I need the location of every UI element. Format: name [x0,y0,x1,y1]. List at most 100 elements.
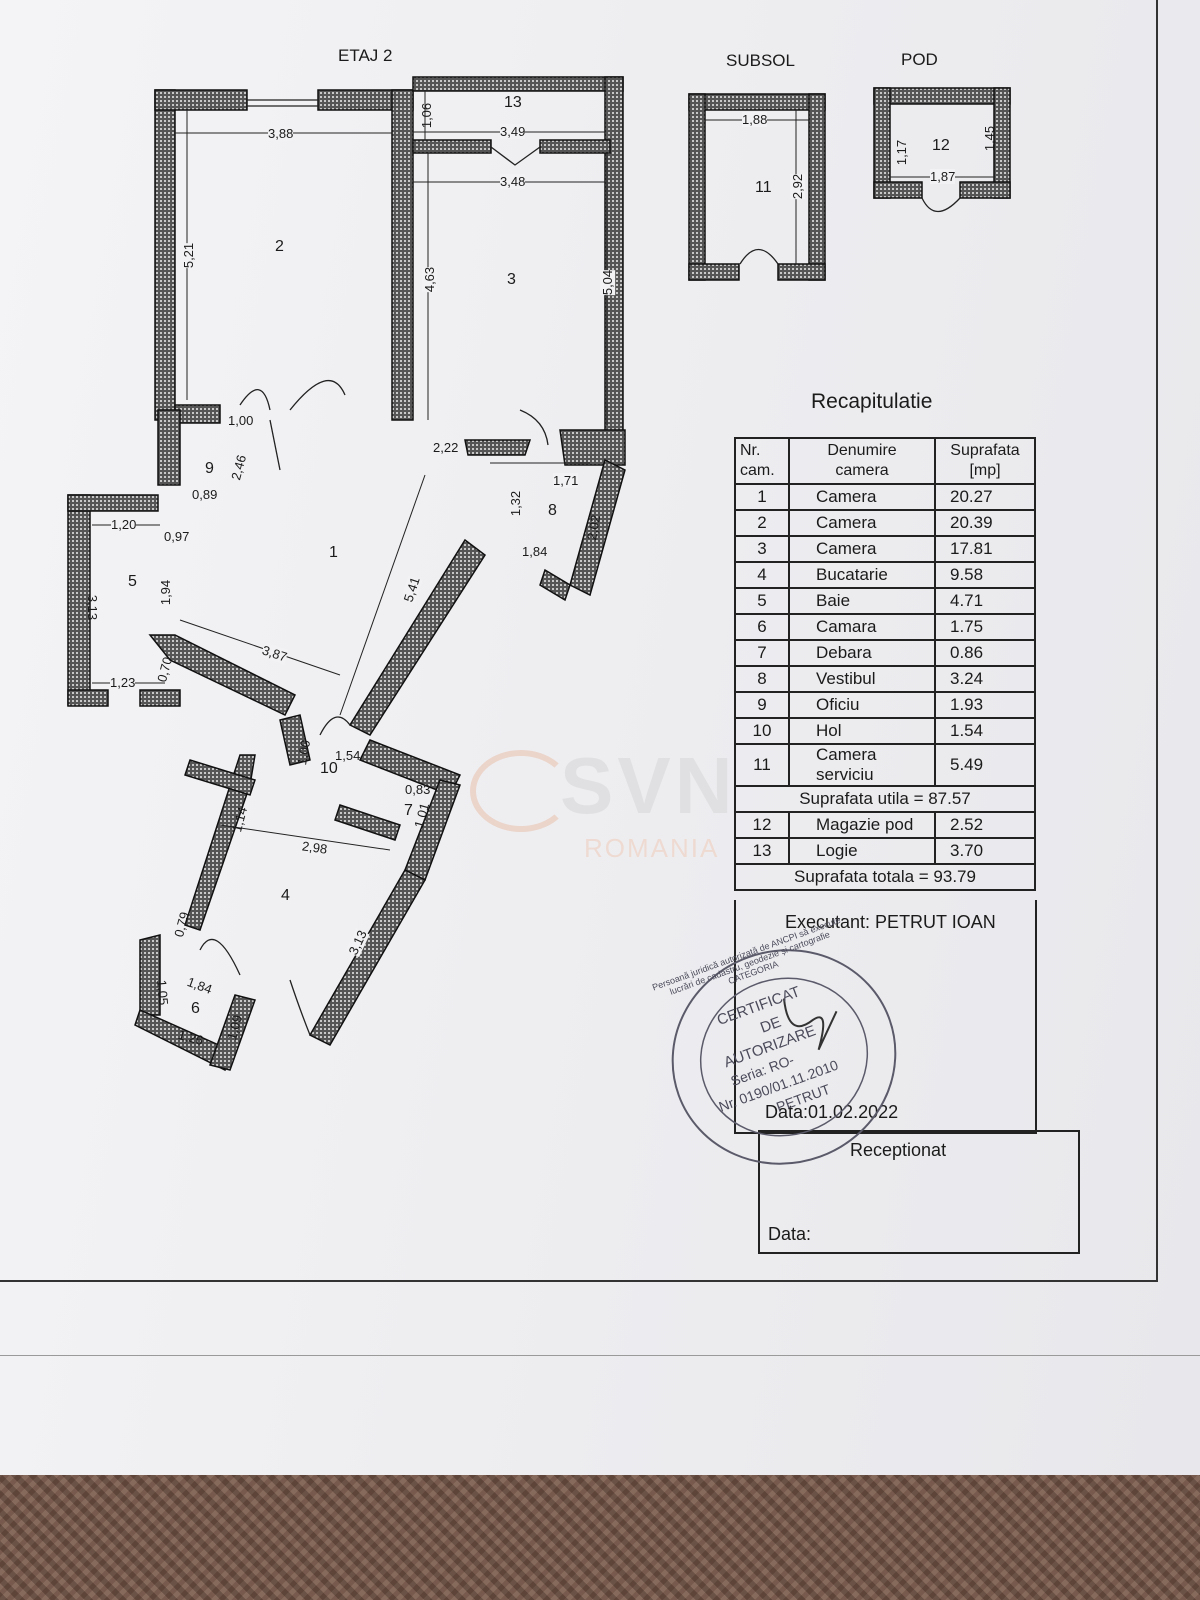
room-name-cell: Magazie pod [788,811,936,839]
room-area-cell: 1.75 [934,613,1036,641]
dim-label: 1,05 [154,979,172,1006]
room-nr-cell: 4 [734,561,790,589]
suprafata-utila: Suprafata utila = 87.57 [734,785,1036,813]
room-number-4: 4 [281,887,290,904]
dim-label: 2,92 [790,173,806,200]
header-camera: camera [835,462,889,479]
dim-label: 1,88 [742,112,768,127]
dim-label: 1,00 [228,413,254,428]
room-area-cell: 20.27 [934,483,1036,511]
room-area-cell: 2.52 [934,811,1036,839]
room-number-6: 6 [191,1000,200,1017]
room-name-cell: Camera [788,509,936,537]
header-suprafata: Suprafata [950,442,1020,459]
dim-label: 2,22 [433,440,459,455]
room-number-1: 1 [329,544,338,561]
table-row: Suprafata utila = 87.57 [734,785,1036,813]
room-nr-cell: 9 [734,691,790,719]
dim-label: 1,87 [930,169,956,184]
dim-label: 1,20 [111,517,137,532]
room-number-5: 5 [128,573,137,590]
frame-border-bottom [0,1280,1158,1282]
dim-label: 1,94 [158,579,174,606]
carpet-background [0,1475,1200,1600]
dim-label: 3,49 [500,124,526,139]
watermark-brand: SVN [560,741,737,830]
executant-text: Executant: PETRUT IOAN [785,912,996,932]
pod-label: POD [901,50,938,69]
room-area-cell: 17.81 [934,535,1036,563]
room-area-cell: 3.24 [934,665,1036,693]
room-nr-cell: 5 [734,587,790,615]
room-number-3: 3 [507,271,516,288]
dim-label: 3,88 [268,126,294,141]
room-area-cell: 4.71 [934,587,1036,615]
watermark-logo-icon [470,750,572,832]
dim-label: 1,32 [508,490,524,517]
room-name-cell: Debara [788,639,936,667]
header-cam: cam. [740,462,775,479]
receptionat-text: Receptionat [850,1140,947,1160]
room-number-10: 10 [320,760,338,777]
header-denumire: Denumire [827,442,897,459]
room-area-cell: 1.93 [934,691,1036,719]
room-area-cell: 1.54 [934,717,1036,745]
data-date-text: Data:01.02.2022 [765,1102,899,1122]
room-nr-cell: 8 [734,665,790,693]
room-area-cell: 20.39 [934,509,1036,537]
dim-label: 1,71 [553,473,579,488]
table-header-row: Nr. cam. Denumire camera Suprafata [mp] [734,437,1036,485]
room-nr-cell: 12 [734,811,790,839]
room-number-7: 7 [404,802,413,819]
room-number-13: 13 [504,94,522,111]
room-name-cell: Baie [788,587,936,615]
table-row: Suprafata totala = 93.79 [734,863,1036,891]
dim-label: 0,89 [192,487,218,502]
room-nr-cell: 3 [734,535,790,563]
room-number-11: 11 [755,179,772,196]
room-name-cell: Camera [788,535,936,563]
room-nr-cell: 11 [734,743,790,787]
room-area-cell: 5.49 [934,743,1036,787]
room-nr-cell: 6 [734,613,790,641]
room-nr-cell: 13 [734,837,790,865]
room-name-cell: Vestibul [788,665,936,693]
room-name-cell: Hol [788,717,936,745]
room-number-8: 8 [548,502,557,519]
dim-label: 5,04 [600,269,616,296]
room-area-cell: 3.70 [934,837,1036,865]
room-area-cell: 9.58 [934,561,1036,589]
fold-line [0,1355,1200,1356]
dim-label: 3,48 [500,174,526,189]
recap-title: Recapitulatie [811,390,933,413]
recap-table: Nr. cam. Denumire camera Suprafata [mp] … [734,437,1036,891]
dim-label: 1,54 [335,748,361,763]
certification-stamp: Persoană juridică autorizată de ANCPI să… [632,908,936,1206]
room-name-cell: Camera serviciu [788,743,936,787]
header-nr: Nr. [740,442,761,459]
room-number-2: 2 [275,238,284,255]
dim-label: 4,63 [422,266,438,293]
dim-label: 1,17 [894,139,910,166]
data-empty-text: Data: [768,1224,812,1244]
stamp-ring-icon [671,949,897,1165]
signature-box [734,900,1037,1134]
room-area-cell: 0.86 [934,639,1036,667]
door-swings [199,99,961,1036]
dim-label: 1,23 [110,675,136,690]
dim-label: 3,13 [85,594,101,621]
room-nr-cell: 10 [734,717,790,745]
watermark-sub: ROMANIA [584,833,720,863]
room-name-cell: Oficiu [788,691,936,719]
